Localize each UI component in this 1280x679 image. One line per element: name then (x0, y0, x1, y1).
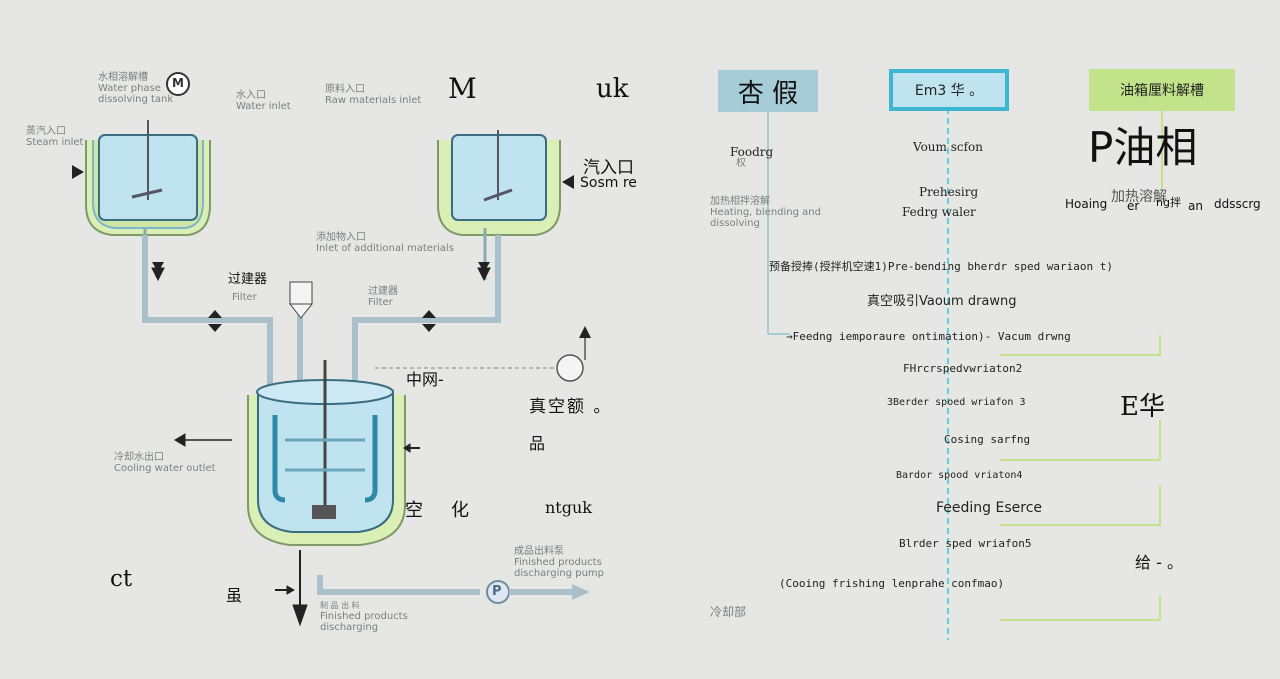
hua-label: 化 (451, 500, 469, 521)
big-oil-phase-label: P油相 (1088, 123, 1198, 172)
pipes (142, 235, 501, 595)
step-vacuum-suction: Voum scfon (913, 140, 983, 154)
emulsion-box-inner: Em3 华 。 (893, 73, 1005, 107)
water-phase-box-label: 杏 假 (737, 78, 799, 109)
step-feeding-temperature: →Feedng iemporaure ontimation)- Vacum dr… (786, 330, 1071, 343)
step-pre-blending: 预备授捧(授拌机空速1)Pre-bending bherdr sped wari… (769, 260, 1114, 273)
cooling-label: 冷却部 (710, 605, 747, 619)
e-hua-label: E华 (1120, 392, 1165, 422)
emulsifying-tank (247, 360, 406, 546)
discharge-cn: 制 品 出 料 (320, 601, 360, 610)
step-cooling-finishing: (Cooing frishing lenprahe confmao) (779, 577, 1005, 590)
foodrg-sub: 权 (736, 158, 746, 169)
additive-inlet-cn: 添加物入口 (316, 232, 366, 243)
vacuum-label: 真空额 。 (529, 397, 613, 417)
motor-icon (166, 72, 190, 96)
raw-inlet-label: 原料入口 Raw materials inlet (325, 84, 421, 106)
raw-inlet-en: Raw materials inlet (325, 95, 422, 106)
gei-label: 给 - 。 (1135, 553, 1183, 572)
heating-dissolve-cn: 加热溶解 (1111, 189, 1167, 205)
cooling-outlet-en: Cooling water outlet (114, 463, 216, 474)
oil-phase-box-label: 油箱厘料解槽 (1120, 83, 1204, 99)
flow-lines (767, 108, 1163, 640)
step-vacuum-drawing: 真空吸引Vaoum drawng (867, 294, 1017, 309)
step-feeding-essence: Feeding Eserce (936, 500, 1043, 516)
valve-icons (72, 165, 574, 332)
additive-inlet-label: 添加物入口 Inlet of additional materials (316, 232, 454, 254)
step-speed-variation-3: 3Berder spoed wriafon 3 (887, 397, 1026, 408)
uk-label: uk (596, 74, 629, 104)
step-speed-variation-5: Blrder sped wriafon5 (899, 537, 1032, 550)
pump-label: 成品出料泵 Finished products discharging pump (514, 546, 604, 579)
step-speed-variation-2: FHrcrspedvwriaton2 (903, 362, 1023, 375)
ng-en-right: ng拌 (1156, 196, 1181, 209)
filter-left-cn: 过建器 (228, 272, 268, 287)
step-feeding-water: Fedrg waler (902, 205, 976, 219)
foodrg-label: Foodrg (730, 145, 774, 159)
bottom-mark-label: 虽 (226, 586, 243, 605)
emulsion-box-label: Em3 华 。 (914, 83, 984, 99)
water-inlet-en: Water inlet (236, 101, 291, 112)
step-closing-surface: Cosing sarfng (944, 433, 1031, 446)
step-preheating: Prehesirg (919, 185, 979, 199)
an-en-right: an (1188, 199, 1203, 213)
zhongwang-label: 中网- (406, 370, 444, 389)
big-m-label: M (448, 72, 477, 105)
pump-cn: 成品出料泵 (514, 546, 564, 557)
steam-inlet-left-label: 蒸汽入口 Steam inlet (26, 126, 83, 148)
steam-inlet-left-cn: 蒸汽入口 (26, 126, 66, 137)
heating-en2: dissolving (710, 218, 760, 229)
dissolving-en-right: ddsscrg (1214, 197, 1261, 211)
discharge-en1: Finished products (320, 611, 408, 622)
filter-right-cn: 过建器 (368, 286, 398, 297)
water-phase-box: 杏 假 (718, 70, 818, 112)
water-tank-en1: Water phase (98, 83, 161, 94)
additive-inlet-en: Inlet of additional materials (316, 243, 454, 254)
pump-symbol: P (492, 584, 502, 599)
water-inlet-label: 水入口 Water inlet (236, 90, 291, 112)
heating-label: 加热相拌溶解 Heating, blending and dissolving (710, 196, 821, 229)
raw-inlet-cn: 原料入口 (325, 84, 365, 95)
discharge-en2: discharging (320, 622, 379, 633)
ntguk-label: ntguk (545, 498, 592, 517)
additive-funnel (288, 281, 314, 319)
cooling-outlet-label: 冷却水出口 Cooling water outlet (114, 452, 216, 474)
pump-en2: discharging pump (514, 568, 604, 579)
filter-right-en: Filter (368, 297, 393, 308)
steam-inlet-right-cn: 汽入口 (583, 158, 634, 178)
water-tank-cn: 水相溶解槽 (98, 72, 148, 83)
discharge-label: 制 品 出 料 Finished products discharging (320, 600, 408, 633)
kong-label: 空 (405, 500, 423, 521)
discharge-pump-icon (486, 580, 590, 604)
pump-en1: Finished products (514, 557, 602, 568)
cooling-outlet-cn: 冷却水出口 (114, 452, 164, 463)
heating-cn: 加热相拌溶解 (710, 196, 770, 207)
heating-en-right: Hoaing (1065, 197, 1108, 211)
water-inlet-cn: 水入口 (236, 90, 266, 101)
oil-phase-box: 油箱厘料解槽 (1089, 69, 1235, 111)
filter-right-label: 过建器 Filter (368, 286, 398, 308)
flow-arrows (151, 267, 491, 627)
mix-en-right: er (1127, 199, 1140, 213)
heating-en1: Heating, blending and (710, 207, 821, 218)
ct-label: ct (110, 566, 133, 592)
filter-left-en: Filter (232, 292, 257, 303)
step-speed-variation-4: Bardor spood vriaton4 (896, 470, 1023, 481)
pin-label: 品 (529, 434, 546, 453)
water-tank-label: 水相溶解槽 Water phase dissolving tank (98, 72, 173, 105)
motor-symbol: M (172, 76, 184, 90)
steam-inlet-right-en: Sosm re (580, 175, 637, 191)
emulsion-box: Em3 华 。 (889, 69, 1009, 111)
water-tank-en2: dissolving tank (98, 94, 174, 105)
vacuum-pump-icon (375, 326, 591, 382)
steam-inlet-left-en: Steam inlet (26, 137, 84, 148)
